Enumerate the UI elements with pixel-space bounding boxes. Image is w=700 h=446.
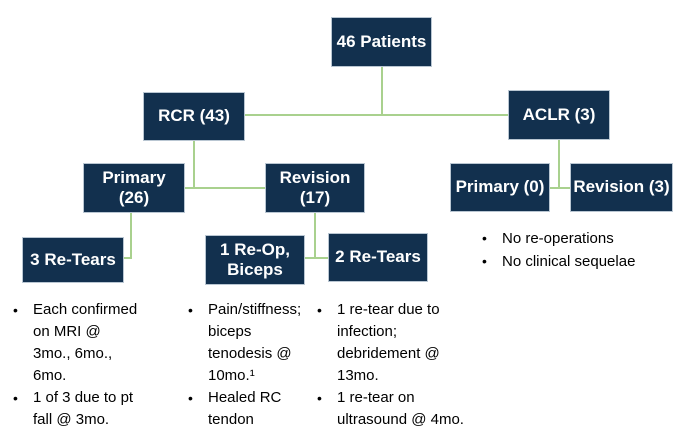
list-item: • No re-operations [482,227,677,250]
list-item: • Pain/stiffness; biceps tenodesis @ 10m… [188,299,313,387]
note-text: No clinical sequelae [502,253,636,270]
notes-primary-retears: • Each confirmed on MRI @ 3mo., 6mo., 6m… [13,299,153,431]
node-rcr-primary: Primary (26) [83,163,185,213]
note-text: 1 of 3 due to pt fall @ 3mo. [33,389,134,428]
connector-revision17-children [305,257,329,259]
list-item: • Each confirmed on MRI @ 3mo., 6mo., 6m… [13,299,153,387]
bullet-icon: • [13,302,18,318]
list-item: • No clinical sequelae [482,250,677,273]
bullet-icon: • [13,390,18,406]
node-rcr-revision: Revision (17) [265,163,365,213]
connector-rcr-children [185,187,266,189]
node-46-patients: 46 Patients [331,17,432,67]
connector-aclr-children [550,187,571,189]
node-aclr: ACLR (3) [508,90,610,140]
list-item: • 1 re-tear on ultrasound @ 4mo. [317,387,472,431]
bullet-icon: • [317,390,322,406]
node-revision-retears: 2 Re-Tears [328,233,428,282]
notes-revision-reop: • Pain/stiffness; biceps tenodesis @ 10m… [188,299,313,431]
connector-primary26-elbow [124,257,132,259]
bullet-icon: • [482,253,487,269]
node-aclr-primary: Primary (0) [450,163,550,212]
notes-revision-retears: • 1 re-tear due to infection; debridemen… [317,299,472,431]
list-item: • 1 of 3 due to pt fall @ 3mo. [13,387,153,431]
connector-patients-down [381,67,383,115]
list-item: • 1 re-tear due to infection; debridemen… [317,299,472,387]
list-item: • Healed RC tendon [188,387,313,431]
bullet-icon: • [188,390,193,406]
note-text: 1 re-tear on ultrasound @ 4mo. [337,389,464,428]
node-revision-reop: 1 Re-Op, Biceps [205,235,305,285]
note-text: Pain/stiffness; biceps tenodesis @ 10mo.… [208,301,302,384]
bullet-icon: • [188,302,193,318]
bullet-icon: • [317,302,322,318]
node-rcr: RCR (43) [143,92,245,141]
notes-aclr: • No re-operations • No clinical sequela… [482,227,677,273]
note-text: Each confirmed on MRI @ 3mo., 6mo., 6mo. [33,301,138,384]
note-text: No re-operations [502,230,614,247]
connector-rcr-aclr-horizontal [245,114,508,116]
connector-primary26-down [130,213,132,259]
node-primary-retears: 3 Re-Tears [22,237,124,283]
note-text: Healed RC tendon [208,389,282,428]
node-aclr-revision: Revision (3) [570,163,673,212]
connector-rcr-down [193,141,195,189]
connector-aclr-down [558,140,560,188]
bullet-icon: • [482,230,487,246]
connector-revision17-down [314,213,316,259]
note-text: 1 re-tear due to infection; debridement … [337,301,440,384]
